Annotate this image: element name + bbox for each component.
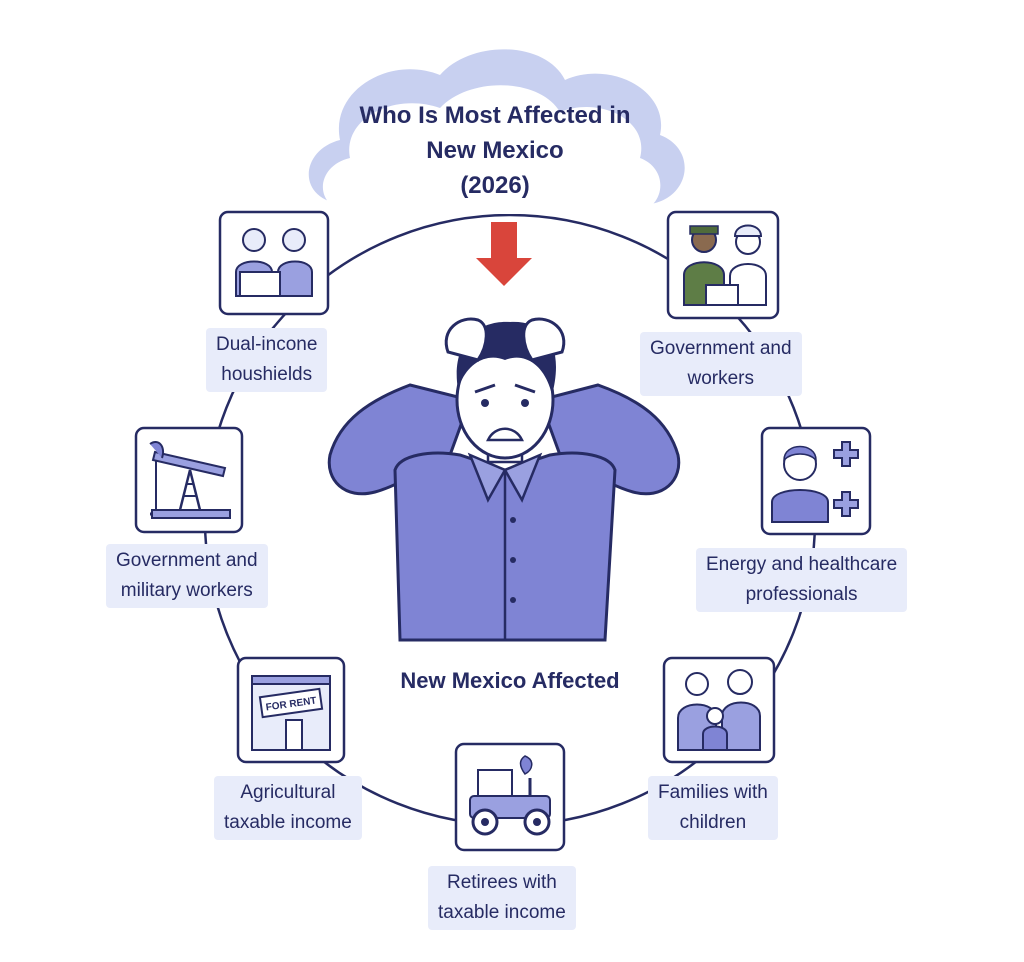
label-line: taxable income bbox=[224, 812, 352, 833]
down-arrow-icon bbox=[476, 222, 532, 286]
label-line: workers bbox=[687, 368, 755, 389]
label-line: Energy and healthcare bbox=[706, 554, 898, 575]
label-line: Government and bbox=[116, 550, 258, 571]
label-agricultural: Agricultural taxable income bbox=[214, 776, 362, 840]
title-line-3: (2026) bbox=[460, 172, 530, 199]
label-line: houshields bbox=[221, 364, 313, 385]
label-line: Agricultural bbox=[240, 782, 336, 803]
label-government-workers: Government and workers bbox=[640, 332, 802, 396]
label-line: Families with bbox=[658, 782, 768, 803]
center-label: New Mexico Affected bbox=[400, 668, 620, 693]
icon-box-government-workers bbox=[666, 210, 780, 320]
icon-box-for-rent: FOR RENT bbox=[236, 656, 346, 764]
label-line: Retirees with bbox=[446, 872, 557, 893]
label-line: Government and bbox=[650, 338, 792, 359]
icon-box-family bbox=[662, 656, 776, 764]
label-energy-healthcare: Energy and healthcare professionals bbox=[696, 548, 908, 612]
label-families: Families with children bbox=[648, 776, 778, 840]
title-line-2: New Mexico bbox=[426, 137, 564, 164]
label-dual-income: Dual-incone houshields bbox=[206, 328, 328, 392]
icon-box-healthcare bbox=[760, 426, 872, 536]
diagram-title: Who Is Most Affected in New Mexico (2026… bbox=[330, 98, 660, 203]
label-line: taxable income bbox=[438, 902, 566, 923]
label-line: professionals bbox=[745, 584, 858, 605]
title-line-1: Who Is Most Affected in bbox=[359, 102, 631, 129]
label-government-military: Government and military workers bbox=[106, 544, 268, 608]
label-retirees: Retirees with taxable income bbox=[428, 866, 576, 930]
label-line: Dual-incone bbox=[216, 334, 318, 355]
stressed-man-illustration bbox=[327, 317, 681, 642]
label-line: military workers bbox=[120, 580, 253, 601]
icon-box-dual-income bbox=[218, 210, 330, 316]
title-cloud bbox=[308, 49, 685, 214]
icon-box-oil-pump bbox=[134, 426, 244, 534]
icon-box-tractor bbox=[454, 742, 566, 852]
label-line: children bbox=[679, 812, 747, 833]
